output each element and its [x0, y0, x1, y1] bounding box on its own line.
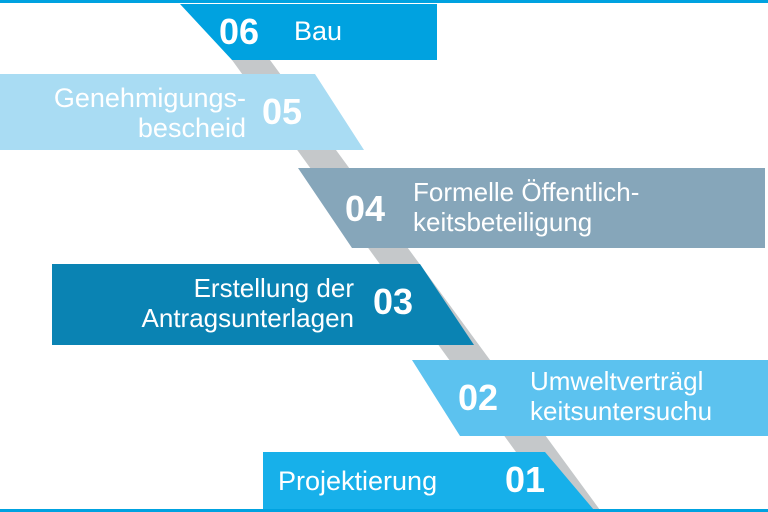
step-05-box — [0, 74, 364, 150]
step-03-number: 03 — [373, 281, 414, 322]
step-02-number: 02 — [458, 377, 499, 418]
step-02-label-line-1: Umweltverträgl — [530, 366, 704, 396]
step-01-label: Projektierung — [278, 466, 438, 496]
step-06-number: 06 — [219, 11, 260, 52]
step-06-box — [180, 4, 437, 60]
step-03-label-line-2: Antragsunterlagen — [141, 303, 354, 333]
step-02-box — [412, 360, 768, 436]
step-04-number: 04 — [345, 188, 386, 229]
step-01-number: 01 — [505, 459, 546, 500]
step-05-label-line-1: Genehmigungs- — [53, 83, 246, 113]
bottom-border — [0, 509, 768, 512]
step-06-label: Bau — [294, 16, 343, 46]
step-01-box — [263, 452, 594, 510]
step-05-number: 05 — [262, 91, 303, 132]
step-02-label-line-2: keitsuntersuchu — [530, 396, 713, 426]
step-04-label-line-1: Formelle Öffentlich- — [413, 177, 640, 207]
step-05-label-line-2: bescheid — [137, 113, 246, 143]
step-03-box — [52, 264, 474, 345]
step-04-label-line-2: keitsbeteiligung — [413, 207, 593, 237]
step-03-label-line-1: Erstellung der — [193, 273, 354, 303]
top-border — [0, 0, 768, 3]
step-04-box — [298, 168, 765, 248]
